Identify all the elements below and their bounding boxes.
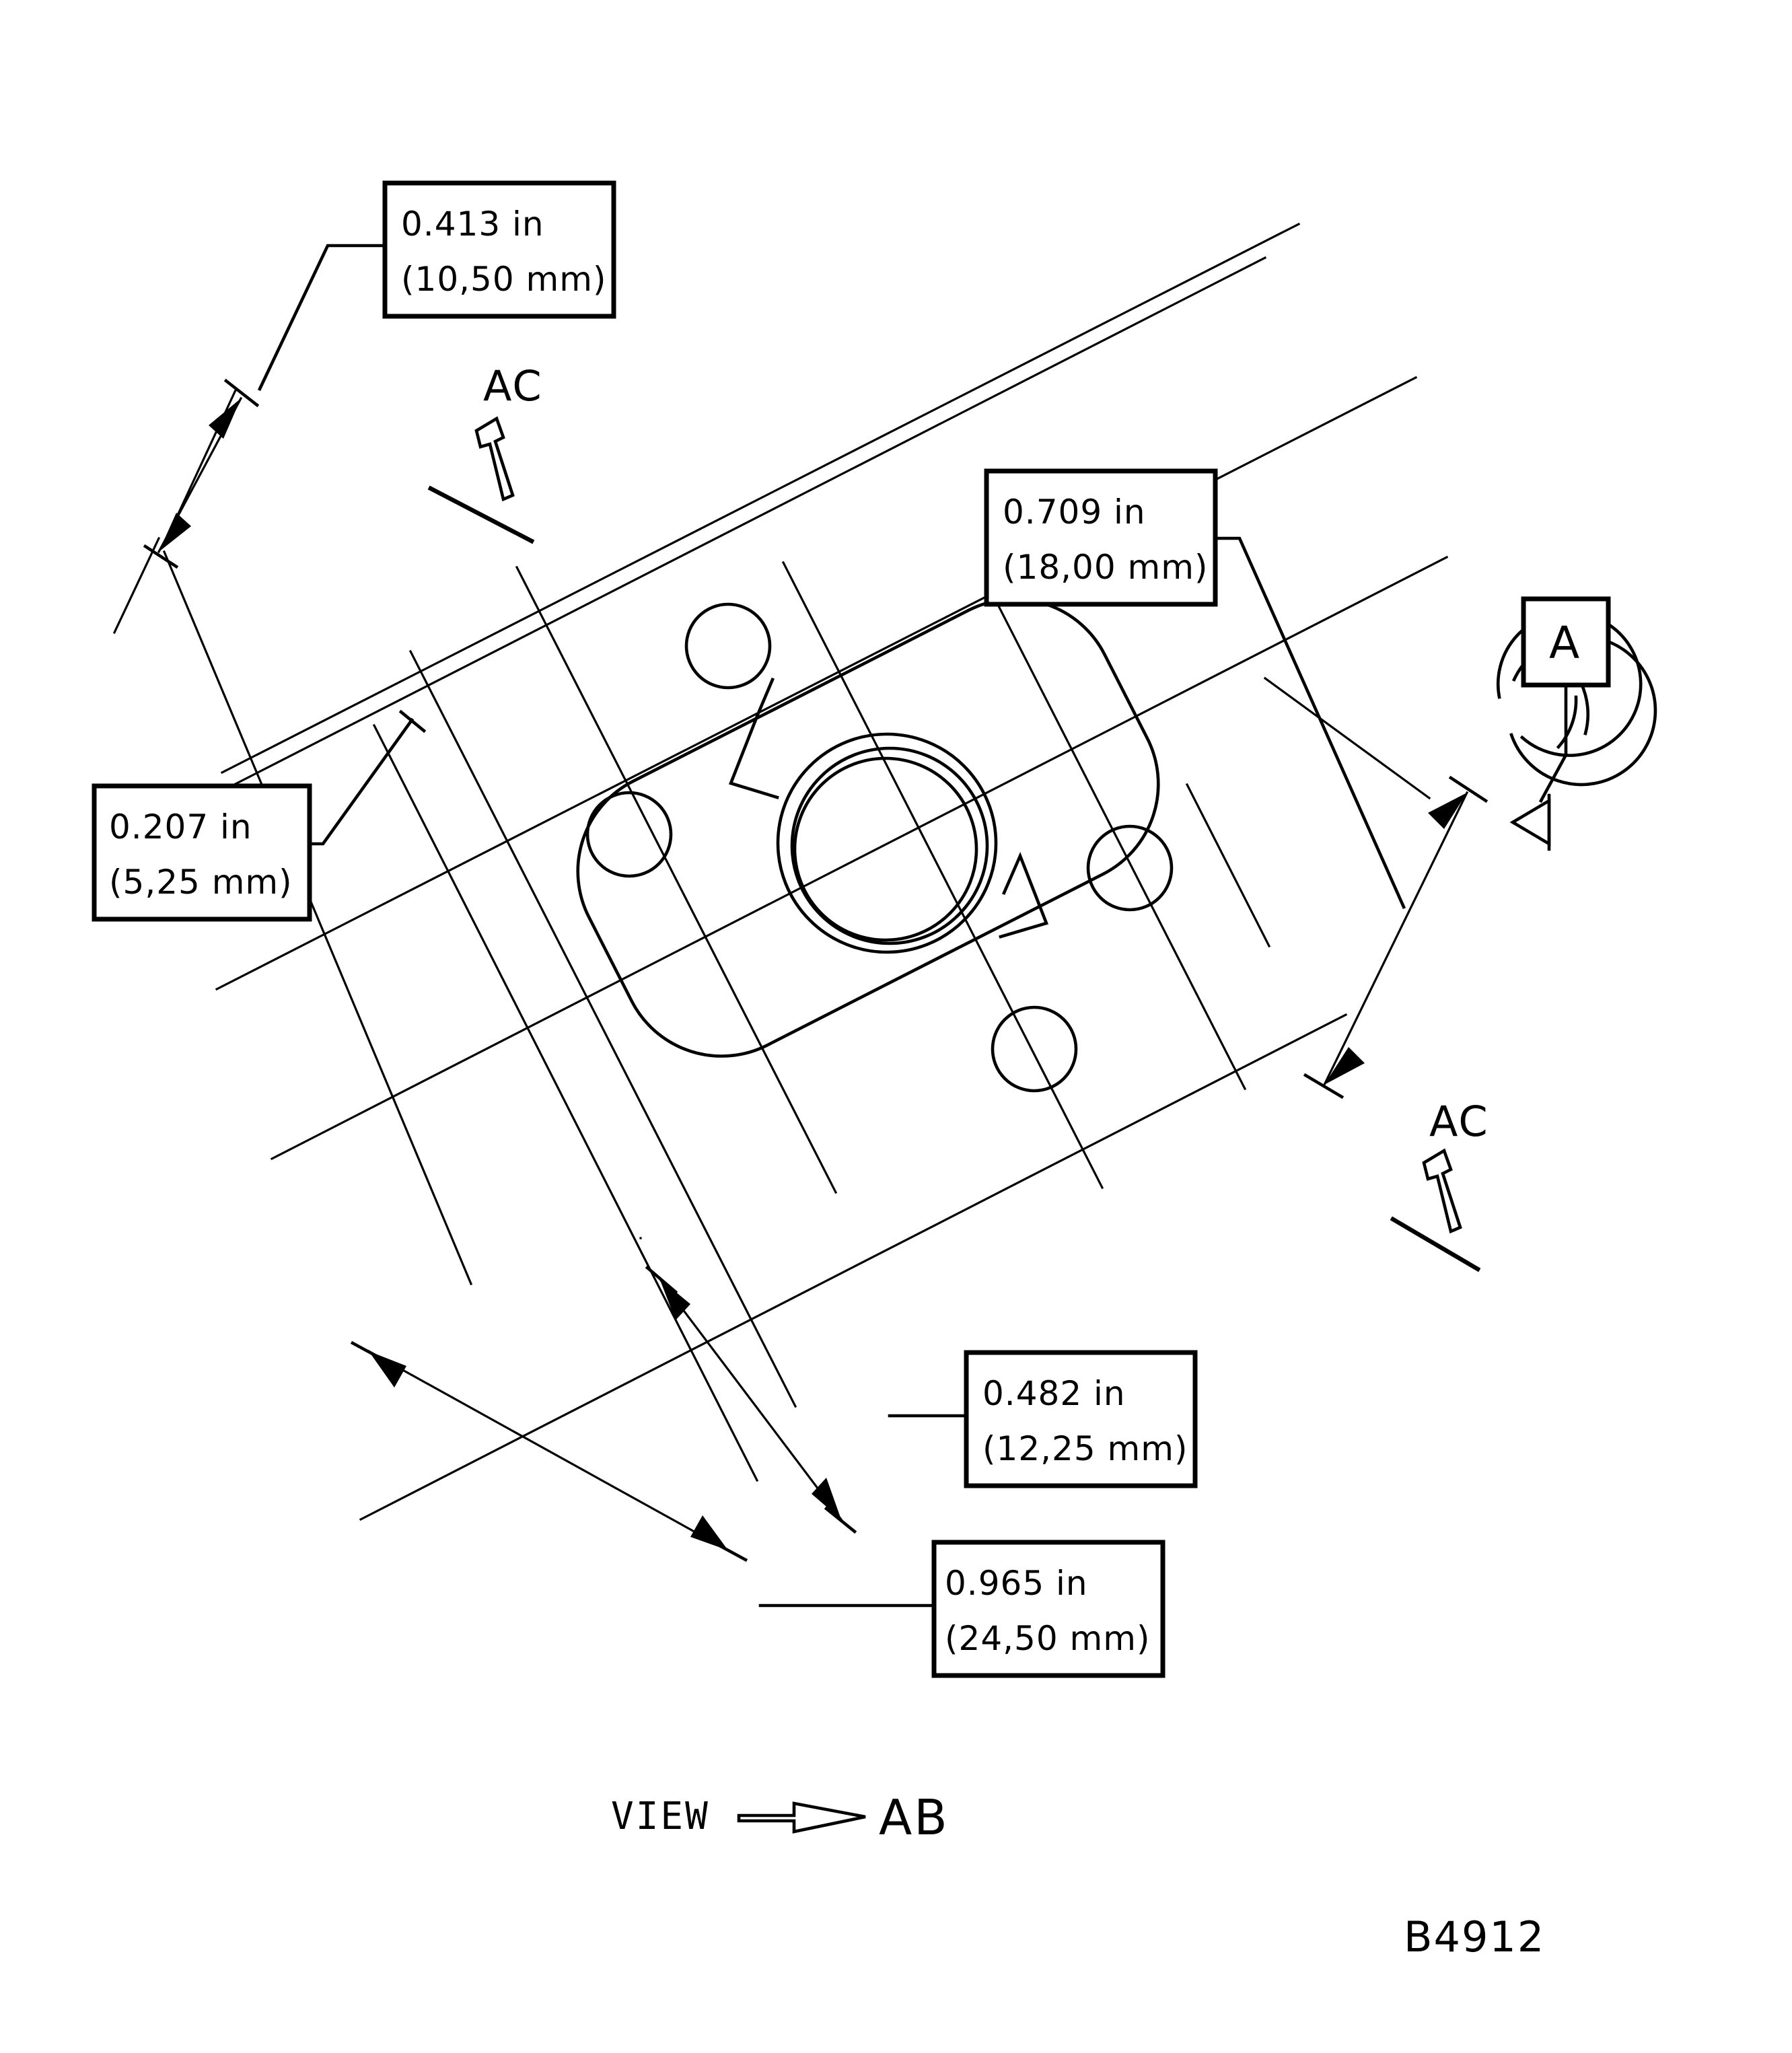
dim-0965-inch: 0.965 in	[945, 1564, 1088, 1603]
dim-0709-tick-top	[1448, 775, 1489, 803]
extension-line-left-long	[372, 723, 759, 1482]
dim-0709-arrow-bottom	[1324, 1047, 1365, 1085]
dimension-0413-group: 0.413 in (10,50 mm)	[112, 180, 616, 635]
section-mark-ac-top: AC	[427, 361, 543, 544]
dim-0965-arrow-left	[369, 1351, 406, 1388]
dim-0207-leader	[301, 717, 415, 846]
centerline-col-1	[515, 565, 838, 1194]
section-ac-bottom-label: AC	[1429, 1097, 1489, 1146]
bolt-hole-left	[585, 791, 673, 878]
centerline-row-lower	[270, 555, 1449, 1161]
dim-0482-inch: 0.482 in	[982, 1374, 1126, 1413]
bolt-hole-top-left	[684, 602, 772, 690]
datum-circle-arc-left	[1496, 611, 1643, 757]
dim-0207-metric: (5,25 mm)	[109, 863, 293, 902]
dim-0413-arrow-top	[209, 398, 241, 439]
extension-line-left-2	[408, 649, 797, 1408]
centerline-col-2	[781, 561, 1104, 1190]
section-ac-top-line	[427, 485, 535, 544]
dim-0413-ext-2	[112, 536, 161, 635]
view-caption-arrow-icon	[737, 1801, 866, 1834]
dim-0965-tick-right	[711, 1540, 748, 1562]
dimension-0482-group: 0.482 in (12,25 mm)	[645, 1265, 1198, 1534]
dim-0482-box	[964, 1350, 1198, 1488]
dim-0965-line	[367, 1349, 730, 1552]
centerline-row-bottom	[359, 1013, 1348, 1521]
dim-0965-tick-left	[350, 1340, 388, 1363]
view-caption-prefix: VIEW	[611, 1795, 710, 1838]
dimension-0965-group: 0.965 in (24,50 mm)	[350, 1340, 1166, 1678]
plate-outline	[576, 598, 1160, 1058]
dim-0207-tick	[398, 709, 427, 733]
dim-0207-line	[162, 550, 473, 1286]
dim-0207-inch: 0.207 in	[109, 807, 252, 847]
centerline-col-3	[993, 596, 1247, 1091]
view-caption-group: VIEW AB	[611, 1789, 949, 1846]
section-ac-bottom-line	[1390, 1216, 1481, 1272]
notch-upper-left	[728, 677, 779, 799]
centerline-row-top	[220, 222, 1301, 775]
section-ac-top-label: AC	[483, 361, 543, 410]
datum-leader-diagonal	[1538, 752, 1569, 803]
dim-0965-metric: (24,50 mm)	[945, 1619, 1150, 1658]
dim-0482-arrow-left	[659, 1278, 690, 1320]
bore-inner-circle	[793, 756, 978, 942]
section-mark-ac-bottom: AC	[1390, 1097, 1489, 1272]
dim-0482-arrow-right	[812, 1478, 841, 1519]
notch-lower-right	[999, 851, 1049, 939]
section-ac-top-arrow	[474, 416, 515, 502]
dim-0709-line	[1322, 791, 1469, 1087]
dim-0413-tick-bottom	[143, 544, 179, 569]
part-number: B4912	[1404, 1912, 1545, 1961]
datum-circle-secondary	[1577, 678, 1590, 735]
dim-0482-tick-left	[645, 1265, 678, 1295]
dim-0965-box	[931, 1540, 1166, 1678]
dim-0482-tick-right	[824, 1506, 857, 1534]
dimension-0709-group: 0.709 in (18,00 mm)	[984, 468, 1489, 1100]
datum-letter-box	[1521, 596, 1611, 688]
flange-part-geometry	[111, 222, 1449, 1521]
datum-letter: A	[1549, 617, 1579, 669]
dim-0413-inch: 0.413 in	[401, 205, 544, 244]
dim-0709-box	[984, 468, 1218, 607]
dim-0709-inch: 0.709 in	[1003, 493, 1146, 532]
dim-0413-box	[382, 180, 616, 319]
dim-0482-line	[657, 1276, 843, 1521]
dim-0709-arrow-top	[1428, 793, 1467, 829]
datum-symbol-a-group: A	[1496, 596, 1657, 851]
view-caption-name: AB	[879, 1789, 949, 1846]
dimension-0207-group: 0.207 in (5,25 mm)	[92, 550, 473, 1286]
dim-0207-box	[92, 783, 312, 922]
datum-circle-arc-right	[1556, 695, 1578, 750]
section-ac-bottom-arrow	[1422, 1148, 1462, 1234]
centerline-row-upper	[111, 256, 1267, 849]
bolt-hole-right	[1086, 824, 1174, 912]
dim-0413-metric: (10,50 mm)	[401, 260, 606, 299]
plate-outline-group	[576, 598, 1160, 1058]
dim-0709-metric: (18,00 mm)	[1003, 548, 1208, 587]
dim-0482-metric: (12,25 mm)	[982, 1429, 1188, 1468]
dim-0709-witness-up	[1263, 676, 1431, 800]
dim-0413-leader	[257, 244, 387, 392]
datum-triangle	[1509, 797, 1551, 847]
centerline-col-4	[1185, 783, 1271, 948]
dim-0413-arrow-bottom	[159, 513, 191, 552]
dim-0709-leader	[1209, 536, 1406, 910]
dim-0709-tick-bottom	[1303, 1073, 1345, 1100]
bore-outer-circle	[776, 732, 998, 954]
dim-0965-arrow-right	[690, 1515, 728, 1550]
dim-0413-tick-top	[223, 378, 260, 408]
bolt-hole-bottom-right	[991, 1005, 1078, 1093]
bore-middle-circle	[790, 746, 989, 945]
